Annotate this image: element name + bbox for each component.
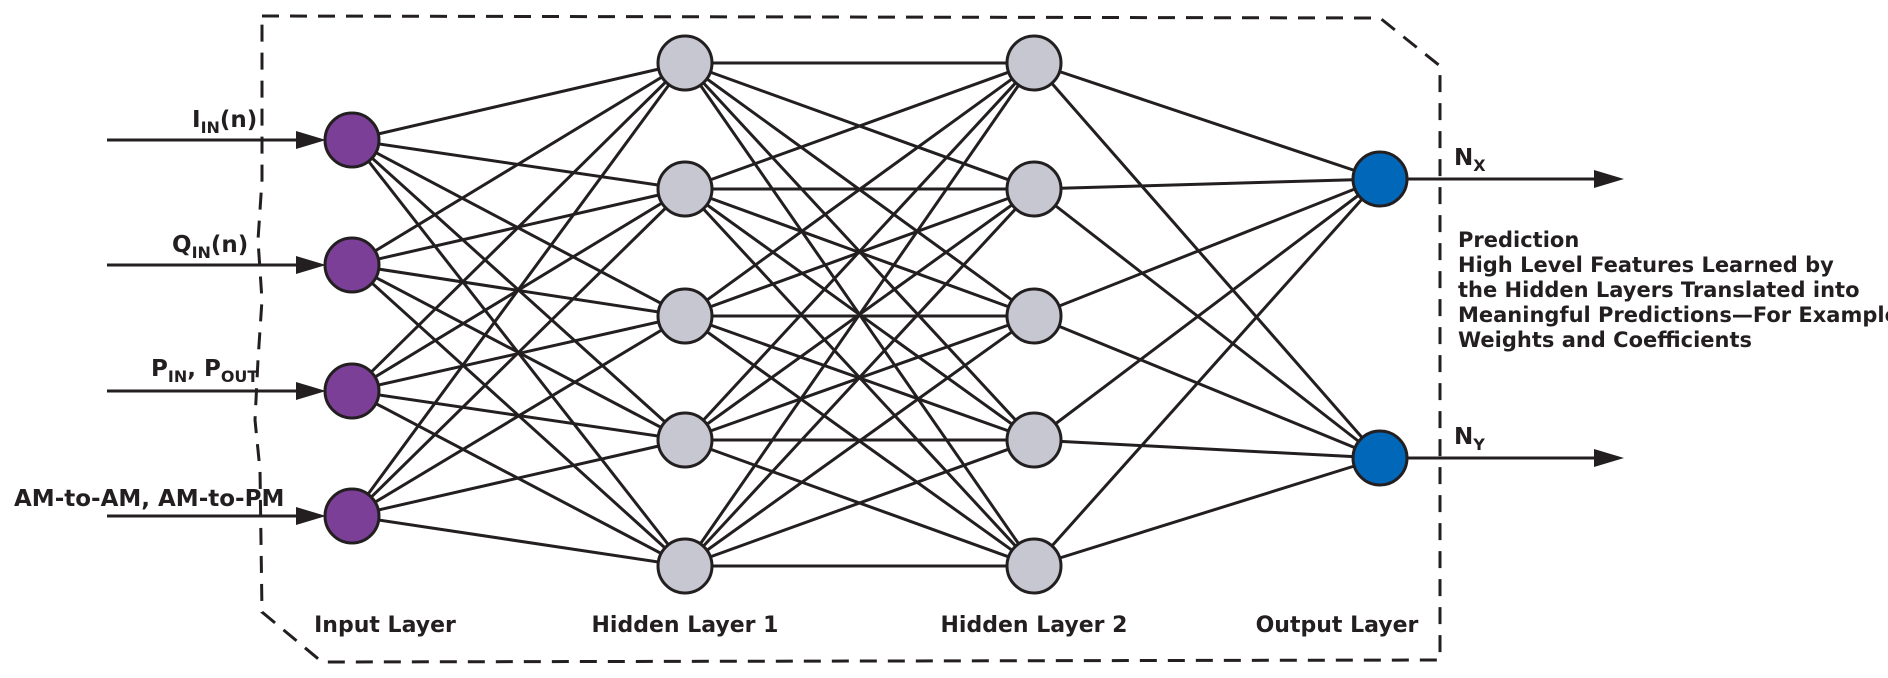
input-label-p-main: P [151,356,168,382]
connection-line [351,61,686,267]
connection-line [684,438,1035,568]
output-node-2 [1351,429,1409,487]
output-label-y: NY [1454,424,1485,454]
hidden1-node-3 [656,287,714,345]
input-label-q-main: Q [172,232,192,258]
connection-line [683,61,1036,442]
input-label-q: QIN(n) [172,232,248,262]
output-label-x-sub: X [1473,156,1486,175]
connection-line [1033,314,1381,460]
hidden2-node-3 [1005,287,1063,345]
description-line: the Hidden Layers Translated into [1458,278,1860,302]
hidden2-node-1 [1005,34,1063,92]
connection-line [351,314,686,518]
connection-line [1033,177,1381,318]
input-label-i-suffix: (n) [220,107,257,133]
connection-line [1032,178,1382,567]
input-label-p: PIN, POUT [151,356,258,386]
connection-line [1033,456,1381,568]
connection-line [1033,438,1381,460]
input-node-3 [323,362,381,420]
hidden1-node-2 [656,160,714,218]
hidden1-node-4 [656,411,714,469]
input-arrowhead-4 [296,507,326,525]
input-label-i: IIN(n) [192,107,257,137]
hidden2-node-2 [1005,160,1063,218]
connection-line [351,438,686,518]
input-node-1 [323,111,381,169]
input-label-i-main: I [192,107,201,133]
layer-label-output: Output Layer [1256,613,1419,638]
input-arrowhead-1 [296,131,326,149]
output-label-y-main: N [1454,424,1473,450]
hidden2-node-5 [1005,537,1063,595]
connection-line [351,514,686,568]
connection-line [1033,177,1381,442]
input-label-i-sub: IN [201,118,220,137]
layer-label-hidden1: Hidden Layer 1 [592,613,779,638]
output-label-x: NX [1454,145,1486,175]
connection-line [350,62,687,517]
description-line: Meaningful Predictions—For Example, [1458,303,1888,327]
connection-line [351,61,686,142]
input-node-2 [323,236,381,294]
output-label-y-sub: Y [1472,435,1485,454]
connection-line [683,187,1036,568]
connection-line [684,61,1035,191]
connection-line [1033,187,1381,460]
output-arrowhead-x [1594,170,1624,188]
output-arrows [1408,170,1624,467]
description-line: High Level Features Learned by [1458,253,1834,277]
connection-line [684,314,1035,568]
input-label-q-sub: IN [192,243,211,262]
input-arrowhead-3 [296,382,326,400]
hidden1-node-1 [656,34,714,92]
input-label-q-suffix: (n) [211,232,248,258]
layer-label-hidden2: Hidden Layer 2 [941,613,1128,638]
input-arrows [107,131,326,525]
connection-line [683,62,1036,567]
output-node-1 [1351,150,1409,208]
connection-line [350,187,687,518]
prediction-heading: Prediction [1458,228,1579,252]
output-arrowhead-y [1594,449,1624,467]
input-label-am: AM-to-AM, AM-to-PM [14,486,284,512]
input-arrowhead-2 [296,256,326,274]
connection-line [684,61,1035,318]
nodes [323,34,1409,595]
output-label-x-main: N [1454,145,1473,171]
connection-line [1033,177,1381,191]
input-node-4 [323,487,381,545]
connection-line [1032,62,1382,459]
input-label-p-mid: , P [187,356,221,382]
description-line: Weights and Coefficients [1458,328,1752,352]
input-label-p-sub: IN [168,367,187,386]
input-label-p-sub2: OUT [221,367,259,386]
layer-label-input: Input Layer [314,613,456,638]
connection-line [1033,61,1381,181]
hidden1-node-5 [656,537,714,595]
connections [350,61,1382,568]
hidden2-node-4 [1005,411,1063,469]
connection-line [350,61,687,393]
